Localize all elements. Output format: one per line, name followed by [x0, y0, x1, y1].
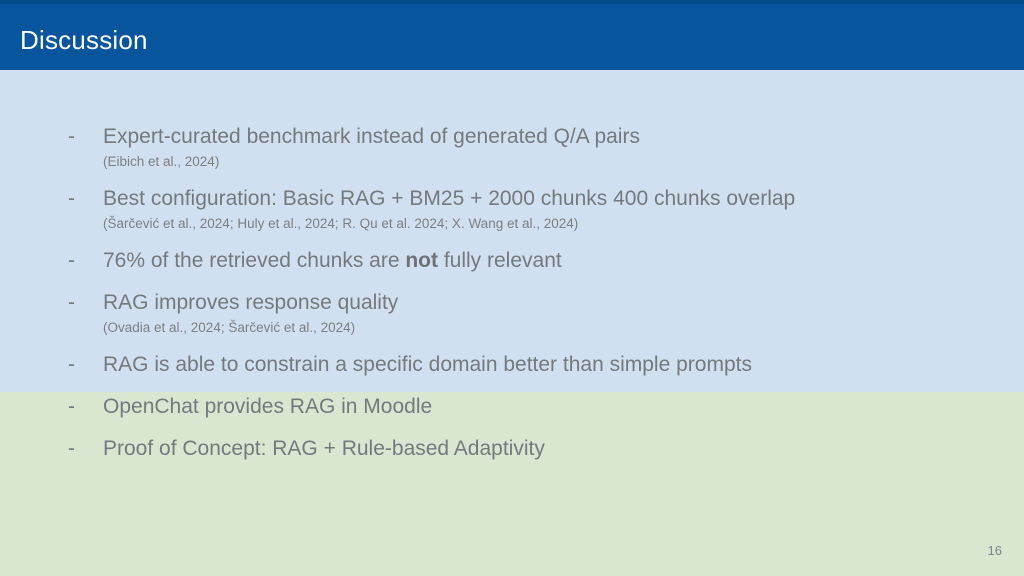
- bullet-list: - Expert-curated benchmark instead of gen…: [0, 122, 1024, 476]
- bullet-marker-icon: -: [68, 353, 75, 376]
- bullet-marker-icon: -: [68, 187, 75, 210]
- list-item-text: OpenChat provides RAG in Moodle: [103, 392, 1024, 422]
- list-item-text-plain: RAG is able to constrain a specific doma…: [103, 353, 752, 376]
- bullet-marker-icon: -: [68, 291, 75, 314]
- page-number: 16: [987, 543, 1002, 558]
- slide-title-bar: Discussion: [0, 0, 1024, 70]
- list-item-text-trailing: fully relevant: [438, 249, 562, 272]
- list-item-text: Expert-curated benchmark instead of gene…: [103, 122, 1024, 152]
- list-item: - OpenChat provides RAG in Moodle: [0, 392, 1024, 422]
- list-item-text: Proof of Concept: RAG + Rule-based Adapt…: [103, 434, 1024, 464]
- list-item-text-plain: Proof of Concept: RAG + Rule-based Adapt…: [103, 437, 545, 460]
- list-item-text: Best configuration: Basic RAG + BM25 + 2…: [103, 184, 1024, 214]
- list-item: - RAG is able to constrain a specific dom…: [0, 350, 1024, 380]
- list-item-text-plain: 76% of the retrieved chunks are: [103, 249, 406, 272]
- list-item-citation: (Ovadia et al., 2024; Šarčević et al., 2…: [103, 320, 356, 335]
- list-item-text-plain: Best configuration: Basic RAG + BM25 + 2…: [103, 187, 796, 210]
- list-item-citation: (Eibich et al., 2024): [103, 154, 220, 169]
- list-item-citation: (Šarčević et al., 2024; Huly et al., 202…: [103, 216, 579, 231]
- list-item: - Best configuration: Basic RAG + BM25 + …: [0, 184, 1024, 233]
- list-item-text-plain: RAG improves response quality: [103, 291, 399, 314]
- page-title: Discussion: [20, 25, 148, 55]
- list-item: - Expert-curated benchmark instead of gen…: [0, 122, 1024, 171]
- list-item-text: 76% of the retrieved chunks are not full…: [103, 246, 1024, 276]
- list-item-text-emphasis: not: [405, 249, 438, 272]
- bullet-marker-icon: -: [68, 249, 75, 272]
- list-item: - Proof of Concept: RAG + Rule-based Adap…: [0, 434, 1024, 464]
- bullet-marker-icon: -: [68, 437, 75, 460]
- list-item-text: RAG improves response quality: [103, 288, 1024, 318]
- list-item: - 76% of the retrieved chunks are not ful…: [0, 246, 1024, 276]
- bullet-marker-icon: -: [68, 395, 75, 418]
- list-item-text-plain: Expert-curated benchmark instead of gene…: [103, 125, 640, 148]
- slide-background-lower: [0, 392, 1024, 576]
- list-item-text-plain: OpenChat provides RAG in Moodle: [103, 395, 433, 418]
- bullet-marker-icon: -: [68, 125, 75, 148]
- list-item: - RAG improves response quality (Ovadia et…: [0, 288, 1024, 337]
- list-item-text: RAG is able to constrain a specific doma…: [103, 350, 1024, 380]
